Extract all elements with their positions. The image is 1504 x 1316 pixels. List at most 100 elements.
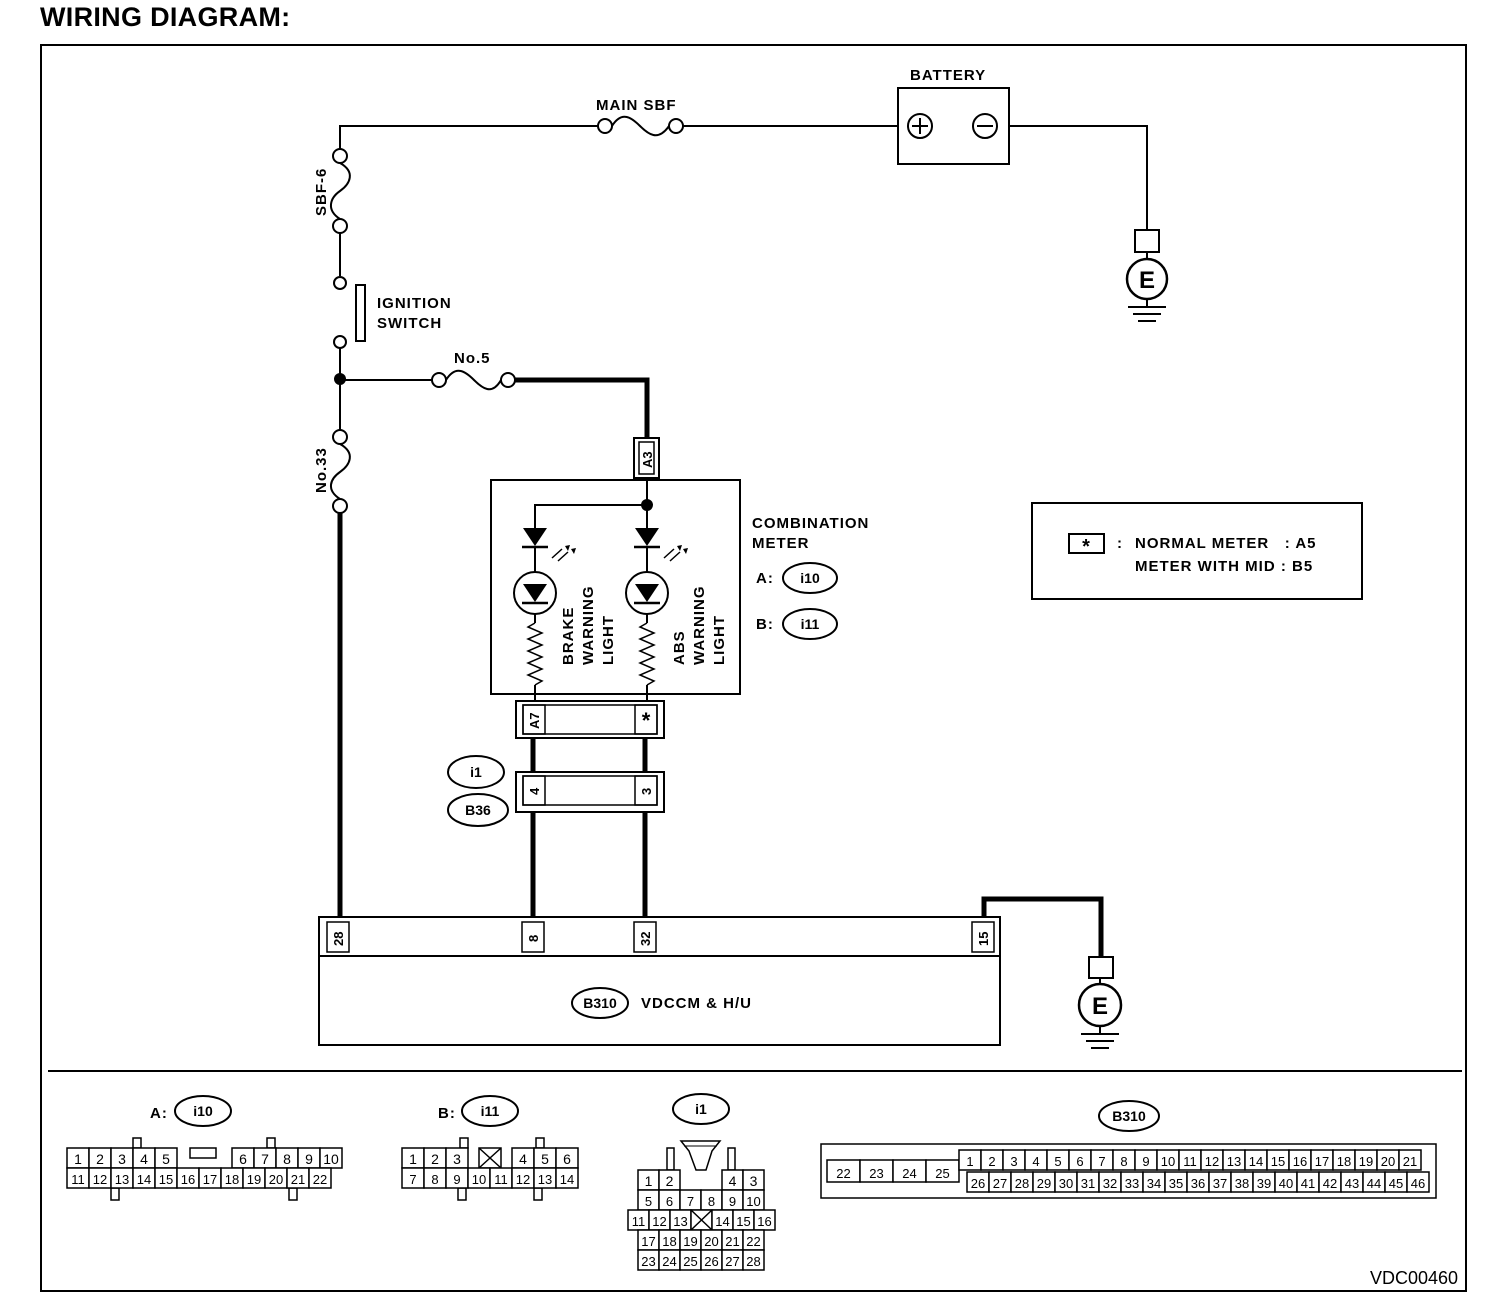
pin-label: 10 xyxy=(746,1194,760,1209)
note-line-2: METER WITH MID : B5 xyxy=(1135,558,1313,575)
pin-label: 2 xyxy=(988,1154,995,1169)
note-colon: : xyxy=(1117,535,1123,552)
pin-label: 44 xyxy=(1367,1176,1381,1191)
pin-label: 1 xyxy=(74,1151,82,1167)
pin-label: 41 xyxy=(1301,1176,1315,1191)
pin-label: 19 xyxy=(683,1234,697,1249)
pin-label: 1 xyxy=(409,1151,417,1167)
pin-label: 9 xyxy=(729,1194,736,1209)
abs-warning-light xyxy=(625,528,688,704)
connector-i10-code: i10 xyxy=(193,1103,213,1119)
pin-label: 3 xyxy=(453,1151,461,1167)
pin-cell xyxy=(1398,1149,1422,1171)
abs-light-label-1: ABS xyxy=(671,630,688,665)
power-circuit: MAIN SBF BATTERY E SB xyxy=(313,67,1169,918)
joint-pin-left: 4 xyxy=(527,787,542,795)
pin-label: 21 xyxy=(725,1234,739,1249)
pin-cell xyxy=(1406,1171,1430,1193)
pin-label: 12 xyxy=(652,1214,666,1229)
pin-label: 16 xyxy=(181,1172,195,1187)
pin-label: 20 xyxy=(1381,1154,1395,1169)
pin-label: 20 xyxy=(269,1172,283,1187)
pin-label: 9 xyxy=(453,1172,460,1187)
pin-label: 9 xyxy=(1142,1154,1149,1169)
ground-symbol-vdccm: E xyxy=(1077,956,1123,1049)
pin-label: 14 xyxy=(560,1172,574,1187)
page-title: WIRING DIAGRAM: xyxy=(40,2,291,32)
pin-label: 37 xyxy=(1213,1176,1227,1191)
pin-label: 1 xyxy=(645,1173,653,1189)
brake-light-label-3: LIGHT xyxy=(600,615,617,665)
pin-label: 24 xyxy=(902,1166,916,1181)
pin-cell xyxy=(742,1249,765,1271)
pin-label: 31 xyxy=(1081,1176,1095,1191)
pin-label: 6 xyxy=(1076,1154,1083,1169)
pin-label: 6 xyxy=(239,1151,247,1167)
meter-conn-b: i11 xyxy=(801,616,820,632)
pin-label: 7 xyxy=(1098,1154,1105,1169)
main-sbf-fuse xyxy=(597,115,684,137)
pin-label: 7 xyxy=(261,1151,269,1167)
joint-lower-code: B36 xyxy=(465,802,491,818)
pin-label: 8 xyxy=(431,1172,438,1187)
pin-label: 17 xyxy=(641,1234,655,1249)
pin-label: 46 xyxy=(1411,1176,1425,1191)
joint-pin-right: 3 xyxy=(639,788,654,795)
ground-label: E xyxy=(1092,993,1108,1020)
pin-label: 3 xyxy=(750,1173,758,1189)
vdccm-pin-28: 28 xyxy=(331,932,346,946)
pin-label: 33 xyxy=(1125,1176,1139,1191)
ignition-switch xyxy=(333,276,366,349)
pin-label: 11 xyxy=(632,1214,646,1229)
connector-i11-code: i11 xyxy=(481,1103,500,1119)
connector-i10-label: A: xyxy=(150,1105,168,1122)
pin-label: 18 xyxy=(1337,1154,1351,1169)
pin-label: 21 xyxy=(291,1172,305,1187)
pin-label: 6 xyxy=(563,1151,571,1167)
pin-label: 13 xyxy=(538,1172,552,1187)
joint-upper-code: i1 xyxy=(470,764,482,780)
sbf6-fuse xyxy=(330,148,351,234)
diagram-frame xyxy=(40,44,1467,1292)
pin-label: 38 xyxy=(1235,1176,1249,1191)
note-star: * xyxy=(1082,536,1090,558)
pin-label: 35 xyxy=(1169,1176,1183,1191)
pin-label: 36 xyxy=(1191,1176,1205,1191)
pin-cell xyxy=(555,1167,579,1189)
fuse-no5-label: No.5 xyxy=(454,350,491,367)
pin-label: 14 xyxy=(1249,1154,1263,1169)
pin-label: 23 xyxy=(641,1254,655,1269)
ground-label: E xyxy=(1139,267,1155,294)
pin-label: 39 xyxy=(1257,1176,1271,1191)
pin-label: 24 xyxy=(662,1254,676,1269)
pin-label: 21 xyxy=(1403,1154,1417,1169)
pin-label: 13 xyxy=(1227,1154,1241,1169)
meter-conn-a-label: A: xyxy=(756,570,774,587)
brake-light-label-1: BRAKE xyxy=(560,607,577,665)
fuse-no5 xyxy=(431,369,516,391)
pin-label: 23 xyxy=(869,1166,883,1181)
ignition-label-1: IGNITION xyxy=(377,295,452,312)
pin-label: 40 xyxy=(1279,1176,1293,1191)
main-sbf-label: MAIN SBF xyxy=(596,97,677,114)
joint-connector: i1 B36 4 3 xyxy=(447,755,665,827)
meter-conn-a: i10 xyxy=(800,570,820,586)
pin-label: 22 xyxy=(746,1234,760,1249)
pin-label: 2 xyxy=(431,1151,439,1167)
pin-label: 3 xyxy=(118,1151,126,1167)
pin-label: 12 xyxy=(516,1172,530,1187)
pin-label: 16 xyxy=(757,1214,771,1229)
pin-label: 18 xyxy=(225,1172,239,1187)
pin-label: 16 xyxy=(1293,1154,1307,1169)
pin-label: 2 xyxy=(96,1151,104,1167)
vdccm-code: B310 xyxy=(583,995,617,1011)
pin-label: 8 xyxy=(283,1151,291,1167)
pin-label: 1 xyxy=(966,1154,973,1169)
pin-label: 2 xyxy=(666,1173,674,1189)
meter-title-1: COMBINATION xyxy=(752,515,869,532)
note-line-1: NORMAL METER : A5 xyxy=(1135,535,1317,552)
pin-label: 20 xyxy=(704,1234,718,1249)
